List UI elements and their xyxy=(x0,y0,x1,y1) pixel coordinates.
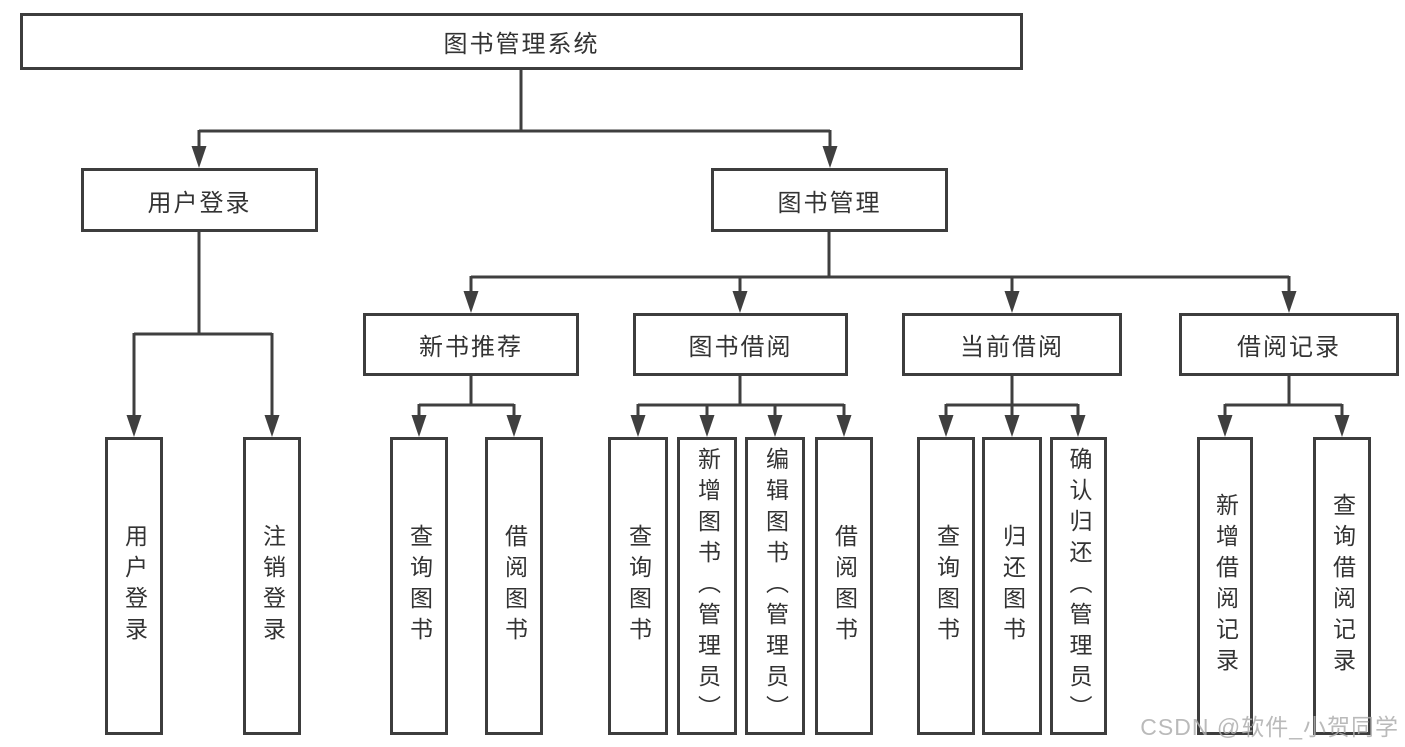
leaf-edit-book-admin-label: 编辑图书（管理员） xyxy=(762,446,789,726)
arrowheads xyxy=(126,146,1350,437)
node-book-management-label: 图书管理 xyxy=(777,189,882,217)
node-root-system: 图书管理系统 xyxy=(20,13,1023,70)
leaf-add-book-admin: 新增图书（管理员） xyxy=(677,437,737,735)
leaf-recommend-borrow-books: 借阅图书 xyxy=(485,437,543,735)
node-root-label: 图书管理系统 xyxy=(443,31,600,58)
leaf-logout: 注销登录 xyxy=(243,437,301,735)
leaf-borrow-query-books-label: 查询图书 xyxy=(625,524,652,648)
node-book-borrow-label: 图书借阅 xyxy=(688,334,793,361)
leaf-add-borrow-record: 新增借阅记录 xyxy=(1197,437,1253,735)
csdn-watermark: CSDN @软件_小贺同学 xyxy=(1140,714,1399,740)
leaf-borrow-query-books: 查询图书 xyxy=(608,437,668,735)
leaf-edit-book-admin: 编辑图书（管理员） xyxy=(745,437,805,735)
leaf-add-book-admin-label: 新增图书（管理员） xyxy=(694,446,721,726)
leaf-query-borrow-record: 查询借阅记录 xyxy=(1313,437,1371,735)
node-borrow-records-label: 借阅记录 xyxy=(1237,334,1341,361)
leaf-user-login-label: 用户登录 xyxy=(121,524,148,648)
leaf-logout-label: 注销登录 xyxy=(259,524,286,648)
leaf-add-borrow-record-label: 新增借阅记录 xyxy=(1212,493,1239,679)
leaf-current-query-books: 查询图书 xyxy=(917,437,975,735)
node-user-login: 用户登录 xyxy=(81,168,318,232)
leaf-recommend-borrow-books-label: 借阅图书 xyxy=(501,524,528,648)
leaf-recommend-query-books: 查询图书 xyxy=(390,437,448,735)
leaf-confirm-return-admin-label: 确认归还（管理员） xyxy=(1066,446,1092,726)
leaf-query-borrow-record-label: 查询借阅记录 xyxy=(1329,493,1356,679)
node-book-management: 图书管理 xyxy=(711,168,948,232)
leaf-return-books-label: 归还图书 xyxy=(999,524,1026,648)
node-new-book-recommend-label: 新书推荐 xyxy=(419,334,523,361)
node-current-borrow: 当前借阅 xyxy=(902,313,1122,376)
node-borrow-records: 借阅记录 xyxy=(1179,313,1399,376)
leaf-recommend-query-books-label: 查询图书 xyxy=(406,524,433,648)
leaf-return-books: 归还图书 xyxy=(982,437,1042,735)
leaf-confirm-return-admin: 确认归还（管理员） xyxy=(1050,437,1107,735)
node-new-book-recommend: 新书推荐 xyxy=(363,313,579,376)
leaf-user-login: 用户登录 xyxy=(105,437,163,735)
node-current-borrow-label: 当前借阅 xyxy=(960,334,1064,361)
node-book-borrow: 图书借阅 xyxy=(633,313,848,376)
leaf-borrow-books: 借阅图书 xyxy=(815,437,873,735)
leaf-current-query-books-label: 查询图书 xyxy=(933,524,960,648)
leaf-borrow-books-label: 借阅图书 xyxy=(831,524,858,648)
node-user-login-label: 用户登录 xyxy=(147,189,252,217)
